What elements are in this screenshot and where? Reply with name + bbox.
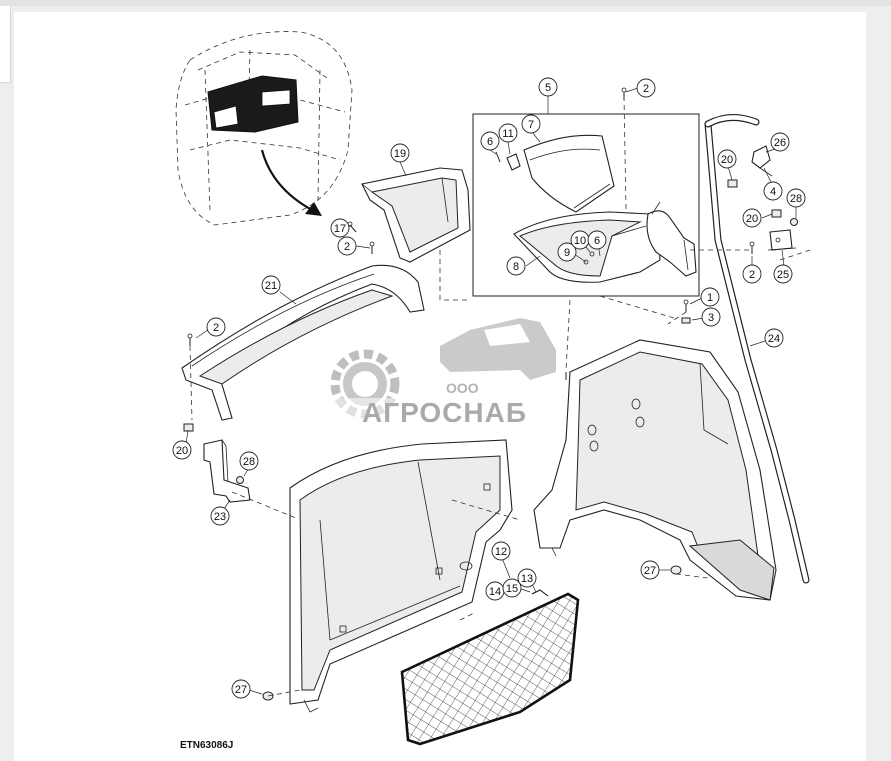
callout-4: 4 [770,186,776,198]
callout-12: 12 [495,546,507,558]
callout-20: 20 [746,213,758,225]
subassembly-frame [472,113,700,297]
part-seal-24 [704,114,810,584]
callout-2: 2 [344,241,350,253]
watermark: ООО АГРОСНАБ [330,318,556,428]
part-bracket-23 [203,439,251,503]
part-trim-8 [513,211,661,283]
part-lower-right-panel [533,339,777,601]
callout-5: 5 [545,82,551,94]
watermark-prefix: ООО [446,380,479,396]
callout-15: 15 [506,583,518,595]
callout-2: 2 [213,322,219,334]
callout-26: 26 [774,137,786,149]
callout-24: 24 [768,333,780,345]
part-cover-7 [523,134,615,213]
callout-14: 14 [489,586,501,598]
callout-20: 20 [176,445,188,457]
part-trim-19 [361,167,471,263]
callout-28: 28 [243,456,255,468]
watermark-name: АГРОСНАБ [362,397,527,428]
callout-27: 27 [644,565,656,577]
callout-10: 10 [574,235,586,247]
callout-8: 8 [513,261,519,273]
callout-2: 2 [749,269,755,281]
callout-19: 19 [394,148,406,160]
drawing-id: ETN63086J [180,740,233,751]
callout-3: 3 [708,312,714,324]
callout-27: 27 [235,684,247,696]
callout-23: 23 [214,511,226,523]
part-clip-26 [751,145,773,177]
callout-13: 13 [521,573,533,585]
callout-20: 20 [721,154,733,166]
top-bar [0,0,891,6]
part-bracket-25 [767,229,797,251]
callout-6: 6 [594,235,600,247]
callout-25: 25 [777,269,789,281]
callout-28: 28 [790,193,802,205]
callout-11: 11 [502,128,513,140]
callout-17: 17 [334,223,346,235]
callout-1: 1 [707,292,713,304]
callouts: 5 2 19 6 11 7 8 9 10 6 17 2 21 2 20 23 2… [172,77,806,699]
callout-6: 6 [487,136,493,148]
cab-locator-sketch [175,31,353,226]
alignment-lines [189,95,811,697]
part-cargo-net [400,589,580,746]
callout-7: 7 [528,119,534,131]
callout-9: 9 [564,247,570,259]
side-panel-edge [0,6,11,83]
callout-21: 21 [265,280,277,292]
part-lower-left-panel [289,439,513,713]
part-duct [646,201,697,277]
part-rail-21 [181,264,425,421]
callout-2: 2 [643,83,649,95]
